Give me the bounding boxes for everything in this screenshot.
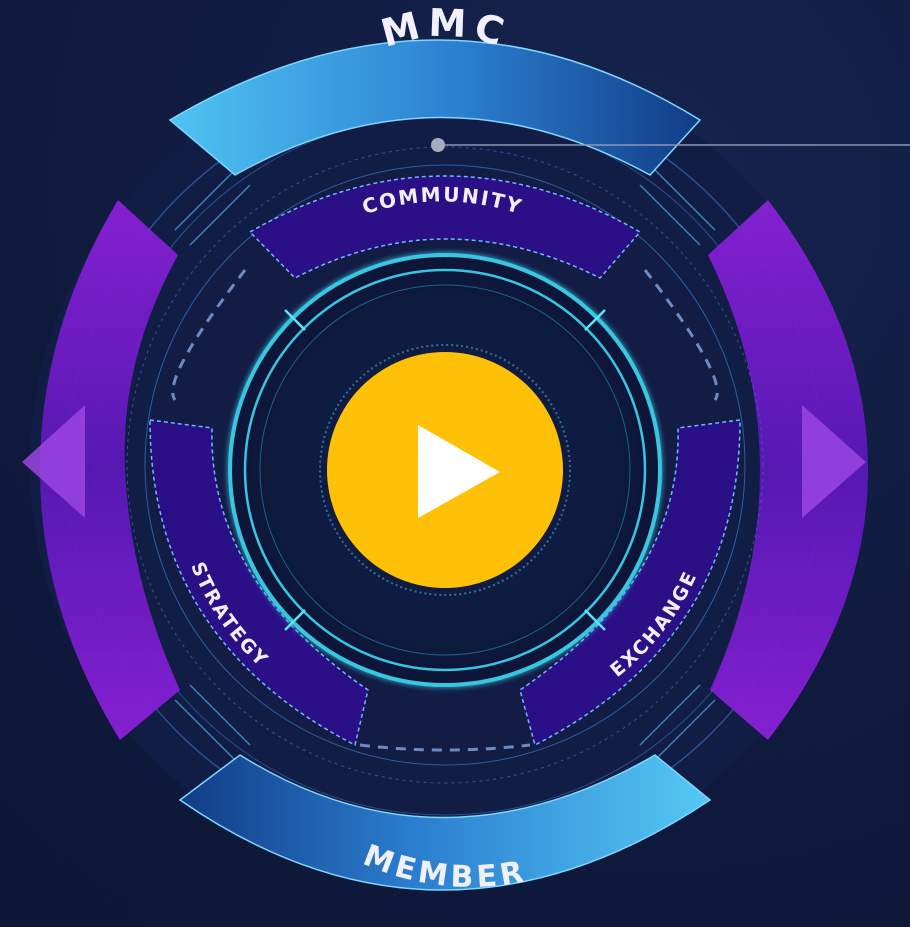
hub-faint-ring [259,284,631,656]
play-button[interactable] [319,344,571,596]
hub-ticks [284,309,606,631]
dotted-ring [126,146,764,784]
bottom-band[interactable]: MEMBER [178,754,712,895]
left-arrow-icon[interactable] [22,405,85,518]
play-icon [418,425,500,518]
top-band[interactable]: MMC [168,1,702,176]
community-panel[interactable]: COMMUNITY [248,175,642,279]
dashed-arc-bottom [359,743,531,752]
hub-inner-ring [243,268,647,672]
pointer-callout [431,138,910,152]
dashed-arc-left [171,269,247,401]
right-arrow-icon[interactable] [802,405,866,518]
left-side-panel [40,200,180,740]
dashed-arc-right [643,269,719,401]
diagonal-connectors [174,169,716,761]
pointer-dot [431,138,445,152]
right-side-panel [708,200,868,740]
